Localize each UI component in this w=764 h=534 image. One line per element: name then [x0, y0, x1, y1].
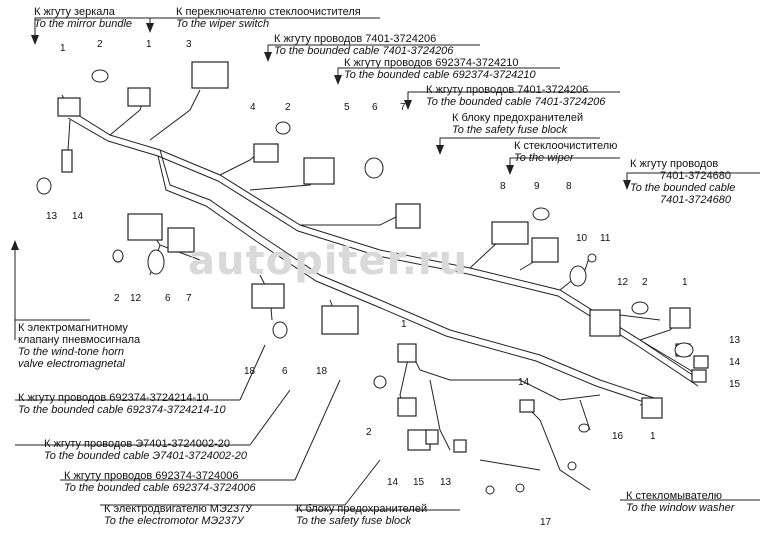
plug-2d [631, 301, 649, 315]
plug-6a [364, 157, 384, 179]
connector-12a [127, 213, 163, 241]
connector-1d [397, 343, 417, 363]
callout-number: 1 [60, 43, 66, 54]
callout-number: 4 [250, 102, 256, 113]
callout-number: 14 [518, 377, 530, 388]
terminal-17c [567, 461, 577, 471]
callout-number: 18 [316, 366, 328, 377]
callout-number: 1 [401, 319, 407, 330]
connector-1c [669, 307, 691, 329]
callout-number: 14 [72, 211, 84, 222]
callout-number: 12 [130, 293, 142, 304]
terminal-17a [485, 485, 495, 495]
plug-2e [373, 375, 387, 389]
connector-13c [453, 439, 467, 453]
callout-number: 14 [729, 357, 741, 368]
callout-number: 11 [600, 233, 611, 244]
connector-1a [57, 97, 81, 117]
callout-number: 10 [576, 233, 588, 244]
plug-2b [275, 121, 291, 135]
connector-15b [425, 429, 439, 445]
callout-number: 8 [500, 181, 506, 192]
plug-13b [674, 342, 694, 358]
connector-12b [589, 309, 621, 337]
callout-number: 2 [366, 427, 372, 438]
callout-number: 14 [387, 477, 399, 488]
callout-number: 5 [344, 102, 350, 113]
callout-number: 6 [372, 102, 378, 113]
connector-3 [191, 61, 229, 89]
callout-number: 8 [566, 181, 572, 192]
callout-number: 13 [440, 477, 452, 488]
plug-2a [91, 69, 109, 83]
terminal-10 [587, 253, 597, 263]
plug-6b [147, 249, 165, 275]
connector-5 [303, 157, 335, 185]
callout-number: 7 [400, 102, 406, 113]
callout-number: 15 [413, 477, 425, 488]
plug-9 [532, 207, 550, 221]
callout-number: 6 [282, 366, 288, 377]
callout-number: 1 [146, 39, 152, 50]
callout-number: 2 [642, 277, 648, 288]
connector-18b [321, 305, 359, 335]
callout-number: 3 [186, 39, 192, 50]
callout-number: 12 [617, 277, 629, 288]
callout-number: 7 [186, 293, 192, 304]
label-bundle-7401-3724680: К жгуту проводов 7401-3724680 To the bou… [630, 158, 736, 206]
connector-7a [395, 203, 421, 229]
connector-8b [531, 237, 559, 263]
connector-2 [397, 397, 417, 417]
connector-14d [61, 149, 73, 173]
callout-number: 2 [285, 102, 291, 113]
callout-number: 16 [612, 431, 624, 442]
plug-2c [112, 249, 124, 263]
plug-13a [36, 177, 52, 195]
callout-number: 15 [729, 379, 741, 390]
connector-14b [693, 355, 709, 369]
connector-18a [251, 283, 285, 309]
callout-number: 1 [650, 431, 656, 442]
connector-4 [253, 143, 279, 163]
callout-number: 9 [534, 181, 540, 192]
callout-number: 17 [540, 517, 552, 528]
connector-15 [691, 369, 707, 383]
callout-number: 13 [729, 335, 741, 346]
plug-6c [272, 321, 288, 339]
callout-number: 1 [682, 277, 688, 288]
callout-number: 18 [244, 366, 256, 377]
watermark: autopiter.ru [188, 238, 469, 284]
callout-number: 6 [165, 293, 171, 304]
callout-number: 2 [97, 39, 103, 50]
callout-number: 13 [46, 211, 58, 222]
terminal-11 [569, 265, 587, 287]
connector-14c [519, 399, 535, 413]
callout-number: 2 [114, 293, 120, 304]
connector-7b [167, 227, 195, 253]
connector-1b [127, 87, 151, 107]
terminal-17b [515, 483, 525, 493]
connector-8a [491, 221, 529, 245]
terminal-16 [578, 423, 590, 433]
connector-1e [641, 397, 663, 419]
